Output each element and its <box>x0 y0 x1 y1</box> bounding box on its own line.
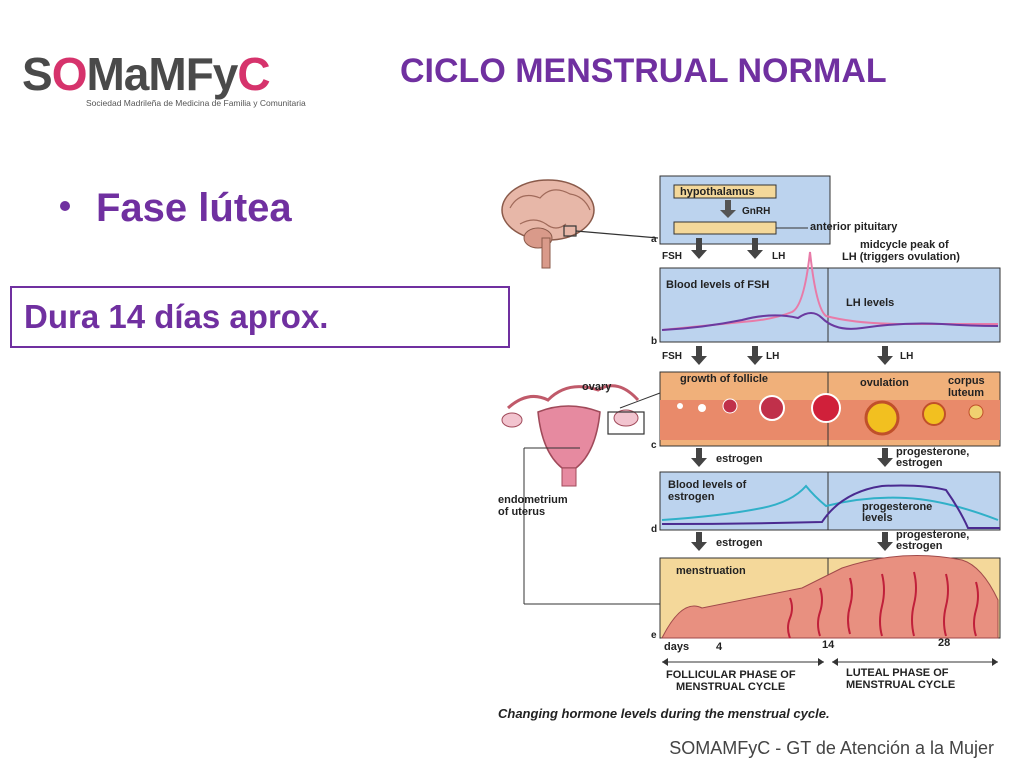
label-b: b <box>651 336 657 347</box>
svg-text:estrogen: estrogen <box>716 537 763 549</box>
somamfyc-logo: SOMaMFyC Sociedad Madrileña de Medicina … <box>22 48 306 116</box>
bullet-dot-icon <box>60 201 70 212</box>
label-ovary: ovary <box>582 381 612 393</box>
label-menstruation: menstruation <box>676 565 746 577</box>
svg-text:estrogen: estrogen <box>716 453 763 465</box>
label-progesterone-levels: progesterone <box>862 501 932 513</box>
svg-text:LH: LH <box>772 251 785 262</box>
label-ovulation: ovulation <box>860 377 909 389</box>
bullet-item: Fase lútea <box>60 186 292 231</box>
svg-text:estrogen: estrogen <box>668 491 715 503</box>
label-hypothalamus: hypothalamus <box>680 186 755 198</box>
menstrual-cycle-diagram: hypothalamus GnRH anterior pituitary a F… <box>490 168 1010 728</box>
bullet-text: Fase lútea <box>96 186 292 230</box>
label-midcycle-lh: LH (triggers ovulation) <box>842 251 960 263</box>
diagram-caption: Changing hormone levels during the menst… <box>498 706 830 721</box>
svg-text:LH: LH <box>766 351 779 362</box>
svg-text:progesterone,: progesterone, <box>896 529 969 541</box>
logo-o-ring: O <box>51 48 88 100</box>
svg-text:FSH: FSH <box>662 251 682 262</box>
label-d: d <box>651 524 657 535</box>
label-blood-estrogen: Blood levels of <box>668 479 747 491</box>
label-anterior-pituitary: anterior pituitary <box>810 221 898 233</box>
svg-text:FSH: FSH <box>662 351 682 362</box>
slide-title: CICLO MENSTRUAL NORMAL <box>400 52 887 90</box>
label-a: a <box>651 234 657 245</box>
label-midcycle: midcycle peak of <box>860 239 949 251</box>
svg-text:estrogen: estrogen <box>896 540 943 552</box>
svg-text:estrogen: estrogen <box>896 457 943 469</box>
brain-illustration <box>501 179 659 269</box>
label-days: days <box>664 641 689 653</box>
uterus-illustration <box>501 384 661 605</box>
label-endometrium: endometrium <box>498 494 568 506</box>
label-follicular-phase: FOLLICULAR PHASE OF <box>666 669 796 681</box>
svg-text:progesterone,: progesterone, <box>896 446 969 458</box>
svg-text:levels: levels <box>862 512 893 524</box>
label-luteal-phase: LUTEAL PHASE OF <box>846 667 949 679</box>
label-luteum: luteum <box>948 387 984 399</box>
svg-text:LH: LH <box>900 351 913 362</box>
label-c: c <box>651 440 657 451</box>
label-e: e <box>651 630 657 641</box>
svg-text:MENSTRUAL CYCLE: MENSTRUAL CYCLE <box>676 681 785 693</box>
label-blood-fsh: Blood levels of FSH <box>666 279 769 291</box>
duration-box: Dura 14 días aprox. <box>10 286 510 348</box>
label-day-4: 4 <box>716 641 723 653</box>
label-lh-levels: LH levels <box>846 297 894 309</box>
label-growth-follicle: growth of follicle <box>680 373 768 385</box>
label-day-28: 28 <box>938 637 950 649</box>
label-day-14: 14 <box>822 639 835 651</box>
footer-credit: SOMAMFyC - GT de Atención a la Mujer <box>669 738 994 758</box>
duration-text: Dura 14 días aprox. <box>24 298 329 335</box>
svg-text:MENSTRUAL CYCLE: MENSTRUAL CYCLE <box>846 679 955 691</box>
logo-subtitle: Sociedad Madrileña de Medicina de Famili… <box>86 98 306 108</box>
label-gnrh: GnRH <box>742 206 770 217</box>
label-of-uterus: of uterus <box>498 506 545 518</box>
label-corpus: corpus <box>948 375 985 387</box>
logo-wordmark: SOMaMFyC <box>22 48 271 100</box>
